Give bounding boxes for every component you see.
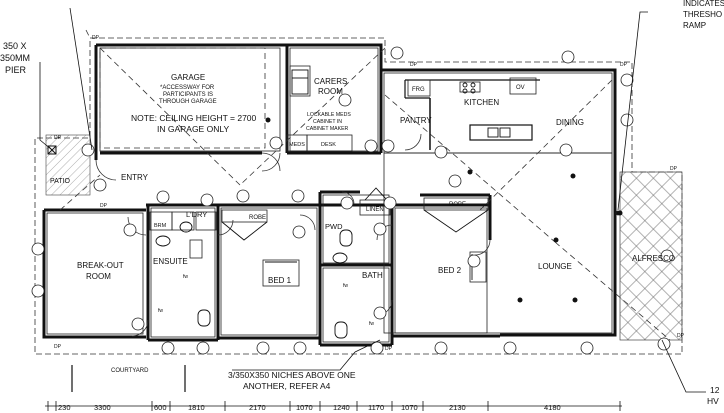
linen-label: LINEN — [366, 207, 384, 213]
basin-ensuite — [155, 235, 171, 247]
room-label-breakout: BREAK-OUT — [77, 261, 124, 270]
floor-waste-mark: fw — [183, 274, 188, 280]
fridge-label: FRG — [412, 87, 425, 93]
room-label-pwd: PWD — [325, 222, 343, 231]
dimension-value: 2130 — [449, 403, 466, 412]
floor-waste-mark: fw — [158, 308, 163, 314]
corner-note: 12 — [710, 385, 720, 395]
dimension-value: 1170 — [368, 403, 384, 412]
meds-cabinet-note: LOCKABLE MEDS — [307, 112, 351, 118]
oven-label: OV — [516, 85, 525, 91]
room-label-bath: BATH — [362, 271, 383, 280]
threshold-note: INDICATES — [683, 0, 724, 8]
room-label-lounge: LOUNGE — [538, 262, 572, 271]
courtyard-posts — [71, 365, 186, 392]
robe-label: ROBE — [249, 215, 266, 221]
room-label-laundry: L'DRY — [186, 210, 207, 219]
toilet-pwd — [339, 229, 353, 247]
laundry-tub — [179, 221, 193, 233]
room-label-carers: ROOM — [318, 87, 343, 96]
room-label-courtyard: COURTYARD — [111, 368, 149, 374]
downpipe-mark: DP — [620, 62, 628, 68]
downpipe-mark: DP — [54, 344, 62, 350]
garage-note: THROUGH GARAGE — [159, 99, 217, 105]
room-label-breakout: ROOM — [86, 272, 111, 281]
pier-label: 350MM — [0, 53, 30, 63]
dimension-value: 230 — [58, 403, 71, 412]
garage-note: *ACCESSWAY FOR — [160, 85, 215, 91]
pier-label: PIER — [5, 65, 27, 75]
patio — [45, 134, 91, 196]
floor-waste-mark: fw — [369, 321, 374, 327]
garage-ceiling-note: NOTE: CEILING HEIGHT = 2700 — [131, 113, 257, 123]
room-label-pantry: PANTRY — [400, 116, 432, 125]
downpipe-mark: DP — [677, 333, 685, 339]
kitchen-sink-2 — [499, 127, 511, 138]
toilet-ensuite — [197, 309, 211, 327]
dimension-value: 2170 — [249, 403, 266, 412]
corner-note: HV — [707, 396, 719, 406]
leader-lines — [39, 7, 706, 393]
niches-note: ANOTHER, REFER A4 — [243, 381, 331, 391]
dimension-value: 1810 — [188, 403, 205, 412]
room-label-alfresco: ALFRESCO — [632, 254, 675, 263]
door-swings — [95, 133, 491, 337]
kitchen-sink — [487, 127, 499, 138]
desk-label: DESK — [321, 142, 336, 148]
room-label-bed1: BED 1 — [268, 276, 292, 285]
room-label-entry: ENTRY — [121, 173, 149, 182]
fixtures — [155, 69, 511, 339]
dimension-value: 4180 — [544, 403, 561, 412]
downpipe-mark: DP — [100, 203, 108, 209]
downpipe-mark: DP — [54, 135, 62, 141]
dimension-value: 1070 — [296, 403, 313, 412]
dimension-value: 1240 — [333, 403, 350, 412]
room-label-bed2: BED 2 — [438, 266, 462, 275]
room-label-kitchen: KITCHEN — [464, 98, 499, 107]
broom-label: BRM — [154, 223, 167, 229]
downpipe-mark: DP — [670, 166, 678, 172]
robe-label: ROBE — [449, 202, 466, 208]
toilet-bath — [334, 321, 348, 339]
room-label-ensuite: ENSUITE — [153, 257, 188, 266]
electrical-markers — [31, 46, 674, 355]
downpipe-mark: DP — [92, 35, 100, 41]
hip-lines — [59, 47, 671, 341]
dimension-value: 1070 — [401, 403, 418, 412]
meds-label: MEDS — [289, 142, 305, 148]
threshold-note: THRESHO — [683, 10, 722, 19]
downlights — [265, 117, 623, 303]
dimension-value: 3300 — [94, 403, 111, 412]
room-label-dining: DINING — [556, 118, 584, 127]
floor-waste-mark: fw — [343, 283, 348, 289]
garage-ceiling-note: IN GARAGE ONLY — [157, 124, 229, 134]
walls — [42, 43, 617, 347]
niches-note: 3/350X350 NICHES ABOVE ONE — [228, 370, 356, 380]
downpipe-mark: DP — [410, 62, 418, 68]
meds-cabinet-note: CABINET MAKER — [306, 126, 349, 132]
dimension-line — [45, 401, 622, 411]
meds-cabinet-note: CABINET IN — [313, 119, 342, 125]
basin-bath — [332, 252, 348, 264]
inner-lines — [46, 47, 613, 343]
pier-label: 350 X — [3, 41, 27, 51]
room-label-patio: PATIO — [50, 178, 71, 185]
garage-note: PARTICIPANTS IS — [163, 92, 213, 98]
room-label-garage: GARAGE — [171, 73, 205, 82]
downpipe-mark: DP — [385, 346, 393, 352]
dimension-value: 600 — [154, 403, 167, 412]
room-label-carers: CARERS — [314, 77, 347, 86]
threshold-note: RAMP — [683, 21, 706, 30]
